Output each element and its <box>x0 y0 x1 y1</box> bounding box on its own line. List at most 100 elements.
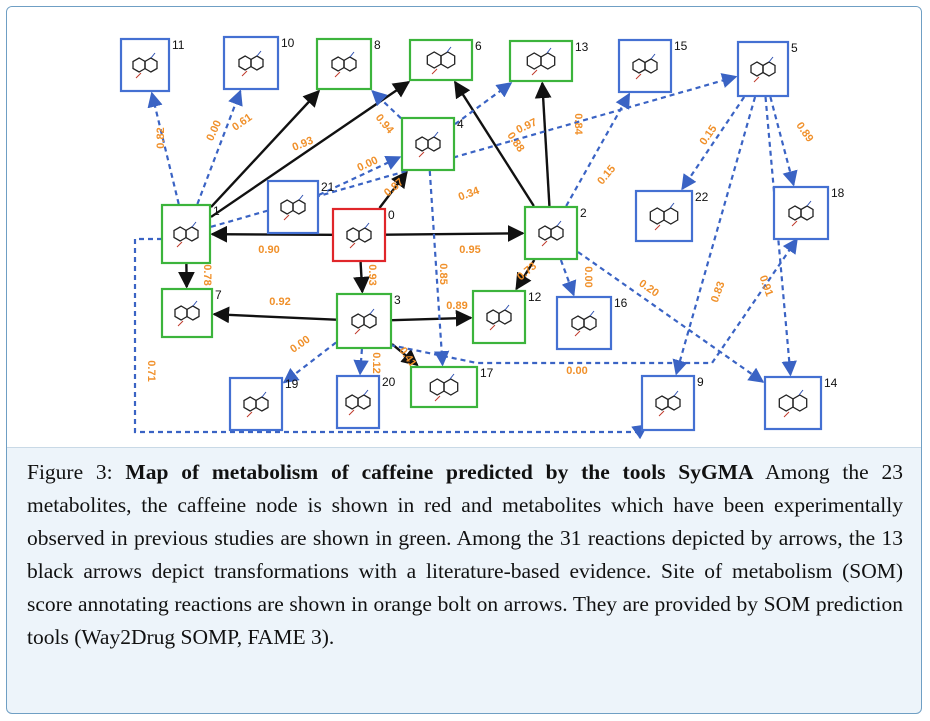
som-score-0-2: 0.95 <box>459 244 480 256</box>
metabolite-node-1: 1 <box>160 203 220 265</box>
metabolite-node-13: 13 <box>508 39 589 83</box>
metabolite-node-15: 15 <box>617 38 688 94</box>
caption-label: Figure 3: <box>27 460 113 484</box>
som-score-0-4: 0.87 <box>382 176 406 199</box>
som-score-1-6: 0.93 <box>291 135 315 154</box>
som-score-3-19: 0.00 <box>288 333 312 355</box>
metabolite-node-14: 14 <box>763 375 838 431</box>
reaction-arrow-3-20 <box>353 348 369 376</box>
node-label-2: 2 <box>580 206 587 220</box>
molecule-ring-icon <box>762 61 776 77</box>
som-score-0-3: 0.93 <box>366 264 378 285</box>
molecule-ring-icon <box>800 205 814 221</box>
metabolite-node-12: 12 <box>471 289 542 345</box>
node-label-18: 18 <box>831 186 845 200</box>
molecule-ring-icon <box>667 395 681 411</box>
molecule-bond-icon <box>556 220 562 227</box>
molecule-ring-icon <box>343 56 357 72</box>
reaction-arrow-2-6 <box>453 80 535 207</box>
molecule-ring-icon <box>292 199 306 215</box>
molecule-bond-icon <box>369 308 375 315</box>
molecule-bond-icon <box>348 409 355 416</box>
molecule-bond-icon <box>531 69 538 76</box>
som-score-2-13: 0.84 <box>572 113 584 135</box>
node-label-19: 19 <box>285 377 299 391</box>
molecule-ring-icon <box>186 305 200 321</box>
molecule-bond-icon <box>673 390 679 397</box>
reaction-arrow-4-8 <box>371 89 402 120</box>
molecule-ring-icon <box>443 378 459 396</box>
node-label-5: 5 <box>791 41 798 55</box>
node-label-14: 14 <box>824 376 838 390</box>
molecule-bond-icon <box>635 73 642 80</box>
molecule-bond-icon <box>806 200 812 207</box>
molecule-bond-icon <box>654 224 661 231</box>
reaction-arrow-5-9 <box>672 96 757 376</box>
node-label-10: 10 <box>281 36 295 50</box>
reaction-arrow-3-18 <box>389 237 798 365</box>
molecule-ring-icon <box>550 225 564 241</box>
molecule-bond-icon <box>489 324 496 331</box>
reaction-arrow-5-18 <box>769 96 798 187</box>
metabolite-node-2: 2 <box>523 205 587 261</box>
som-score-1-9: 0.71 <box>145 360 157 381</box>
molecule-ring-icon <box>644 58 658 74</box>
node-label-17: 17 <box>480 366 494 380</box>
som-score-2-12: 0.73 <box>515 260 539 283</box>
molecule-bond-icon <box>449 373 455 380</box>
molecule-bond-icon <box>283 214 290 221</box>
metabolite-node-0: 0 <box>331 207 395 263</box>
metabolite-node-19: 19 <box>228 376 299 432</box>
som-score-5-18: 0.89 <box>793 120 815 144</box>
molecule-bond-icon <box>431 68 438 75</box>
reaction-arrow-2-13 <box>534 81 552 207</box>
molecule-bond-icon <box>150 52 156 59</box>
molecule-bond-icon <box>418 151 425 158</box>
molecule-bond-icon <box>256 50 262 57</box>
node-label-21: 21 <box>321 180 335 194</box>
node-label-7: 7 <box>215 288 222 302</box>
reaction-arrow-1-10 <box>196 89 243 205</box>
molecule-bond-icon <box>334 71 341 78</box>
reaction-arrow-1-11 <box>147 91 180 205</box>
molecule-ring-icon <box>427 136 441 152</box>
molecule-ring-icon <box>363 313 377 329</box>
node-box <box>335 374 381 430</box>
metabolite-node-8: 8 <box>315 37 381 91</box>
molecule-bond-icon <box>783 411 790 418</box>
molecule-ring-icon <box>185 226 199 242</box>
molecule-ring-icon <box>250 55 264 71</box>
molecule-bond-icon <box>768 56 774 63</box>
node-label-20: 20 <box>382 375 396 389</box>
som-score-2-16: 0.00 <box>582 266 594 287</box>
som-score-0-1: 0.90 <box>258 244 279 256</box>
som-score-1-8: 0.61 <box>230 111 254 133</box>
reaction-arrow-1-8 <box>210 89 321 208</box>
molecule-bond-icon <box>658 410 665 417</box>
reaction-arrow-2-14 <box>577 251 765 383</box>
node-box <box>640 374 696 432</box>
molecule-bond-icon <box>298 194 304 201</box>
node-label-16: 16 <box>614 296 628 310</box>
node-label-13: 13 <box>575 40 589 54</box>
molecule-bond-icon <box>433 131 439 138</box>
reaction-arrow-3-7 <box>212 306 337 324</box>
molecule-bond-icon <box>349 242 356 249</box>
molecule-bond-icon <box>192 300 198 307</box>
metabolite-node-3: 3 <box>335 292 401 350</box>
molecule-bond-icon <box>354 328 361 335</box>
metabolite-node-6: 6 <box>408 38 482 82</box>
node-box <box>222 35 280 91</box>
molecule-ring-icon <box>792 394 808 412</box>
som-score-4-17: 0.85 <box>437 263 449 284</box>
metabolite-node-5: 5 <box>736 40 798 98</box>
reaction-arrow-0-3 <box>353 261 370 294</box>
som-score-1-11: 0.82 <box>155 127 167 148</box>
molecule-bond-icon <box>176 241 183 248</box>
reaction-arrow-0-4 <box>378 170 408 209</box>
caption-title: Map of metabolism of caffeine predicted … <box>125 460 754 484</box>
metabolite-node-11: 11 <box>119 37 185 93</box>
molecule-bond-icon <box>364 222 370 229</box>
